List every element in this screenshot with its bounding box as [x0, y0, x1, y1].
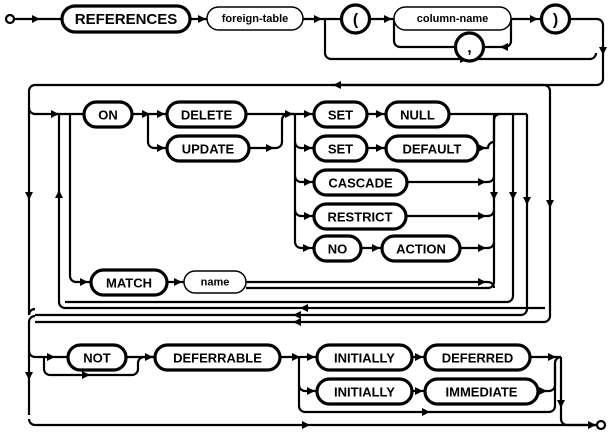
- node-label: NULL: [400, 108, 435, 123]
- node-label: ACTION: [396, 242, 446, 257]
- node-label: DELETE: [181, 108, 233, 123]
- terminal-rparen: ): [539, 3, 572, 35]
- node-label: IMMEDIATE: [446, 385, 518, 400]
- node-shape: [89, 268, 169, 297]
- terminal-null: NULL: [384, 100, 451, 129]
- node-label: SET: [328, 142, 353, 157]
- node-label: foreign-table: [222, 13, 289, 25]
- terminal-initially1: INITIALLY: [315, 343, 414, 372]
- node-shape: [312, 234, 363, 263]
- node-label: SET: [328, 108, 353, 123]
- node-shape: [423, 343, 532, 372]
- terminal-update: UPDATE: [165, 134, 251, 163]
- node-shape: [315, 343, 414, 372]
- terminal-on: ON: [82, 100, 134, 129]
- node-shape: [423, 377, 540, 406]
- node-shape: [66, 343, 128, 372]
- node-shape: [384, 100, 451, 129]
- node-label: DEFERRED: [442, 351, 514, 366]
- node-shape: [165, 100, 248, 129]
- node-shape: [380, 234, 462, 263]
- node-shape: [312, 134, 369, 163]
- node-label: ON: [98, 108, 118, 123]
- nonterminal-foreign-table: foreign-table: [206, 6, 304, 31]
- node-label: ,: [467, 40, 471, 57]
- terminal-delete: DELETE: [165, 100, 248, 129]
- terminal-not: NOT: [66, 343, 128, 372]
- node-shape: [453, 31, 486, 63]
- terminal-references: REFERENCES: [60, 4, 192, 34]
- node-label: INITIALLY: [334, 351, 395, 366]
- node-shape: [183, 270, 247, 294]
- terminal-deferrable: DEFERRABLE: [153, 343, 282, 372]
- terminal-lparen: (: [339, 3, 372, 35]
- nonterminal-column-name: column-name: [393, 6, 512, 31]
- node-label: DEFERRABLE: [173, 351, 262, 366]
- node-shape: [339, 3, 372, 35]
- terminal-default: DEFAULT: [384, 134, 480, 163]
- node-label: (: [353, 12, 359, 29]
- terminal-immediate: IMMEDIATE: [423, 377, 540, 406]
- node-label: ): [553, 12, 558, 29]
- terminal-set1: SET: [312, 100, 369, 129]
- node-shape: [315, 377, 414, 406]
- end-dot: [595, 419, 607, 431]
- start-dot: [4, 13, 16, 25]
- node-shape: [312, 100, 369, 129]
- node-shape: [539, 3, 572, 35]
- node-label: NO: [328, 242, 348, 257]
- node-shape: [82, 100, 134, 129]
- terminal-deferred: DEFERRED: [423, 343, 532, 372]
- node-label: MATCH: [106, 276, 152, 291]
- node-shape: [206, 6, 304, 31]
- terminal-initially2: INITIALLY: [315, 377, 414, 406]
- node-shape: [393, 6, 512, 31]
- node-label: REFERENCES: [75, 11, 178, 28]
- node-shape: [312, 168, 409, 197]
- terminal-set2: SET: [312, 134, 369, 163]
- node-label: UPDATE: [182, 142, 235, 157]
- node-shape: [60, 4, 192, 34]
- node-label: INITIALLY: [334, 385, 395, 400]
- node-label: CASCADE: [328, 176, 393, 191]
- terminal-action: ACTION: [380, 234, 462, 263]
- node-label: column-name: [417, 13, 489, 25]
- node-shape: [312, 202, 408, 231]
- node-label: NOT: [83, 351, 111, 366]
- terminal-cascade: CASCADE: [312, 168, 409, 197]
- rail-nodes: REFERENCES (), ON DELETE UPDATE SET NULL SET DEF…: [60, 3, 572, 406]
- node-label: RESTRICT: [328, 210, 393, 225]
- node-label: name: [201, 277, 230, 289]
- rail-lines: [14, 15, 607, 429]
- terminal-restrict: RESTRICT: [312, 202, 408, 231]
- node-shape: [165, 134, 251, 163]
- terminal-no: NO: [312, 234, 363, 263]
- terminal-comma: ,: [453, 31, 486, 63]
- nonterminal-name: name: [183, 270, 247, 294]
- node-label: DEFAULT: [403, 142, 462, 157]
- node-shape: [384, 134, 480, 163]
- node-shape: [153, 343, 282, 372]
- terminal-match: MATCH: [89, 268, 169, 297]
